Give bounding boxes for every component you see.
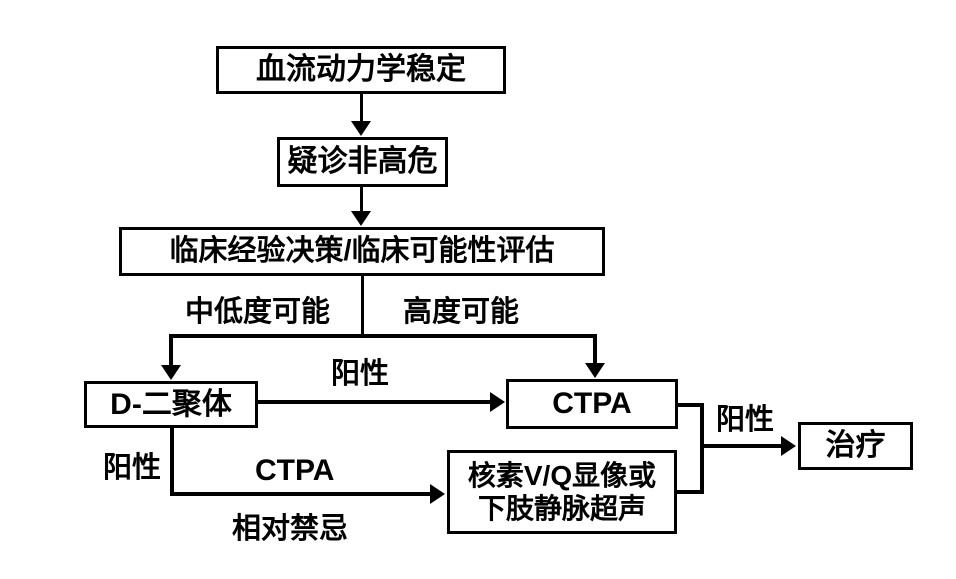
edge-merge-bracket-line [700, 403, 704, 494]
node-d-dimer-label: D-二聚体 [110, 387, 232, 421]
edge-label-ctpa-word: CTPA [255, 454, 335, 487]
edge-label-positive-down: 阳性 [103, 452, 162, 484]
edge-vq-right-stub [677, 490, 704, 494]
arrow-right-icon [430, 484, 445, 504]
node-hemodynamically-stable-label: 血流动力学稳定 [256, 53, 466, 87]
edge-clinical-branch-horizontal [169, 334, 597, 338]
node-ctpa-label: CTPA [552, 387, 632, 421]
node-d-dimer: D-二聚体 [84, 381, 258, 428]
arrow-right-icon [781, 436, 796, 456]
edge-label-high-probability: 高度可能 [403, 296, 520, 328]
node-vq-scan-line1: 核素V/Q显像或 [467, 459, 657, 491]
edge-suspect-to-clinical-line [360, 187, 363, 214]
edge-label-relative-contraindication: 相对禁忌 [232, 513, 349, 545]
edge-hemo-to-suspect-line [360, 93, 363, 124]
arrow-down-icon [351, 211, 371, 226]
node-ctpa: CTPA [506, 379, 678, 429]
edge-branch-to-ddimer-line [169, 334, 173, 367]
node-suspected-non-high-risk-label: 疑诊非高危 [287, 145, 438, 179]
node-vq-scan-line2: 下肢静脉超声 [477, 493, 646, 524]
arrow-down-icon [161, 365, 181, 380]
edge-ctpa-right-stub [678, 403, 704, 407]
node-vq-scan-or-ultrasound: 核素V/Q显像或 下肢静脉超声 [447, 450, 677, 534]
edge-ddimer-down-line [170, 427, 174, 495]
edge-label-positive-to-treatment: 阳性 [716, 404, 775, 436]
node-hemodynamically-stable: 血流动力学稳定 [216, 46, 506, 94]
edge-ddimer-to-vq-line [170, 492, 432, 496]
edge-branch-to-ctpa-line [593, 334, 597, 365]
edge-merge-to-treatment-line [703, 444, 784, 448]
arrow-down-icon [585, 363, 605, 378]
edge-label-positive-to-ctpa: 阳性 [331, 358, 390, 390]
node-clinical-assessment-label: 临床经验决策/临床可能性评估 [169, 235, 555, 268]
node-treatment: 治疗 [798, 422, 913, 470]
edge-clinical-branch-stem [361, 275, 364, 336]
node-treatment-label: 治疗 [825, 429, 886, 463]
arrow-down-icon [351, 121, 371, 136]
edge-label-low-mid-probability: 中低度可能 [185, 296, 331, 328]
node-suspected-non-high-risk: 疑诊非高危 [277, 137, 448, 187]
arrow-right-icon [490, 392, 505, 412]
edge-ddimer-to-ctpa-line [258, 400, 492, 404]
node-clinical-assessment: 临床经验决策/临床可能性评估 [119, 227, 605, 276]
